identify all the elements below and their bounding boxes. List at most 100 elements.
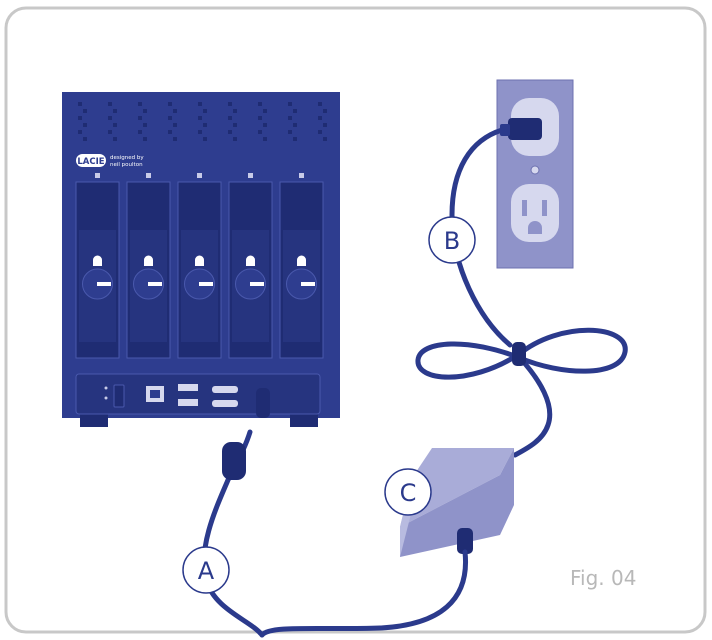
cord-tie bbox=[512, 342, 526, 366]
dc-cable-lower-right bbox=[259, 549, 469, 638]
callout-label-a: A bbox=[198, 557, 215, 585]
vent-hole bbox=[108, 130, 112, 134]
adapter-front bbox=[400, 448, 514, 557]
ethernet-port-socket bbox=[150, 390, 160, 398]
vent-hole bbox=[258, 116, 262, 120]
bay-activity-led bbox=[197, 173, 202, 178]
lower-receptacle bbox=[511, 184, 559, 242]
vent-hole bbox=[258, 130, 262, 134]
vent-hole bbox=[198, 102, 202, 106]
device-foot-left bbox=[80, 413, 108, 427]
adapter-dc-strain-relief bbox=[457, 528, 473, 554]
vent-hole bbox=[168, 130, 172, 134]
vent-hole bbox=[138, 116, 142, 120]
lacie-logo-badge bbox=[76, 154, 106, 167]
lock-indicator bbox=[301, 282, 315, 286]
usb-port bbox=[178, 399, 198, 406]
usb-port bbox=[178, 384, 198, 391]
figure-caption: Fig. 04 bbox=[570, 566, 636, 590]
ac-plug-neck bbox=[500, 124, 510, 136]
vent-hole bbox=[293, 137, 297, 141]
vent-hole bbox=[83, 123, 87, 127]
bay-activity-led bbox=[95, 173, 100, 178]
vent-hole bbox=[173, 137, 177, 141]
designer-credit-line2: neil poulton bbox=[110, 162, 143, 168]
callout-circle bbox=[384, 468, 432, 516]
receptacle-slot-right bbox=[542, 200, 547, 216]
ac-cord-upper bbox=[449, 127, 513, 348]
vent-hole bbox=[198, 130, 202, 134]
vent-hole bbox=[263, 109, 267, 113]
dc-plug bbox=[256, 388, 270, 418]
vent-hole bbox=[138, 130, 142, 134]
vent-hole bbox=[288, 102, 292, 106]
ac-cord-lower bbox=[512, 355, 553, 458]
lock-icon bbox=[246, 255, 255, 266]
lock-icon bbox=[297, 255, 306, 266]
adapter-top bbox=[400, 448, 514, 527]
vent-hole bbox=[233, 123, 237, 127]
drive-bays bbox=[75, 173, 324, 359]
power-switch bbox=[113, 384, 125, 408]
ac-plug-body bbox=[508, 118, 542, 140]
lock-indicator bbox=[97, 282, 111, 286]
vent-hole bbox=[173, 109, 177, 113]
vent-hole bbox=[233, 109, 237, 113]
designer-credit-line1: designed by bbox=[110, 155, 144, 161]
vent-hole bbox=[108, 102, 112, 106]
vent-hole bbox=[263, 137, 267, 141]
vent-hole bbox=[108, 116, 112, 120]
vent-hole bbox=[318, 130, 322, 134]
vent-hole bbox=[293, 109, 297, 113]
callout-label-c: C bbox=[400, 479, 417, 507]
device-foot-right bbox=[290, 413, 318, 427]
status-led bbox=[104, 396, 108, 400]
lock-icon bbox=[144, 255, 153, 266]
nas-device: LACIE designed by neil poulton bbox=[62, 92, 340, 427]
vent-hole bbox=[143, 109, 147, 113]
vent-hole bbox=[203, 137, 207, 141]
vent-hole bbox=[168, 116, 172, 120]
vent-hole bbox=[78, 130, 82, 134]
status-led bbox=[104, 386, 108, 390]
vent-hole bbox=[323, 109, 327, 113]
esata-port bbox=[212, 386, 238, 393]
vent-hole bbox=[143, 123, 147, 127]
vent-hole bbox=[288, 116, 292, 120]
vent-hole bbox=[168, 102, 172, 106]
vent-hole bbox=[83, 137, 87, 141]
lock-icon bbox=[195, 255, 204, 266]
vent-hole bbox=[113, 109, 117, 113]
vent-hole bbox=[323, 137, 327, 141]
drive-bay bbox=[126, 173, 171, 359]
callout-b: B bbox=[428, 216, 476, 264]
bay-activity-led bbox=[248, 173, 253, 178]
vent-grille bbox=[78, 102, 327, 141]
bay-activity-led bbox=[146, 173, 151, 178]
wall-outlet bbox=[496, 79, 574, 269]
lock-icon bbox=[93, 255, 102, 266]
lock-indicator bbox=[250, 282, 264, 286]
lock-indicator bbox=[148, 282, 162, 286]
drive-bay bbox=[177, 173, 222, 359]
callout-label-b: B bbox=[444, 227, 460, 255]
callout-c: C bbox=[384, 468, 432, 516]
bay-activity-led bbox=[299, 173, 304, 178]
receptacle-slot-left bbox=[522, 200, 527, 216]
vent-hole bbox=[228, 116, 232, 120]
esata-port bbox=[212, 400, 238, 407]
vent-hole bbox=[173, 123, 177, 127]
callout-circle bbox=[428, 216, 476, 264]
vent-hole bbox=[113, 137, 117, 141]
vent-hole bbox=[318, 102, 322, 106]
vent-hole bbox=[78, 116, 82, 120]
vent-hole bbox=[263, 123, 267, 127]
drive-bay bbox=[228, 173, 273, 359]
vent-hole bbox=[323, 123, 327, 127]
connector-panel bbox=[75, 373, 321, 415]
vent-hole bbox=[198, 116, 202, 120]
dc-ferrite-bead bbox=[222, 442, 246, 480]
vent-hole bbox=[143, 137, 147, 141]
brand-logo: LACIE bbox=[77, 157, 104, 167]
